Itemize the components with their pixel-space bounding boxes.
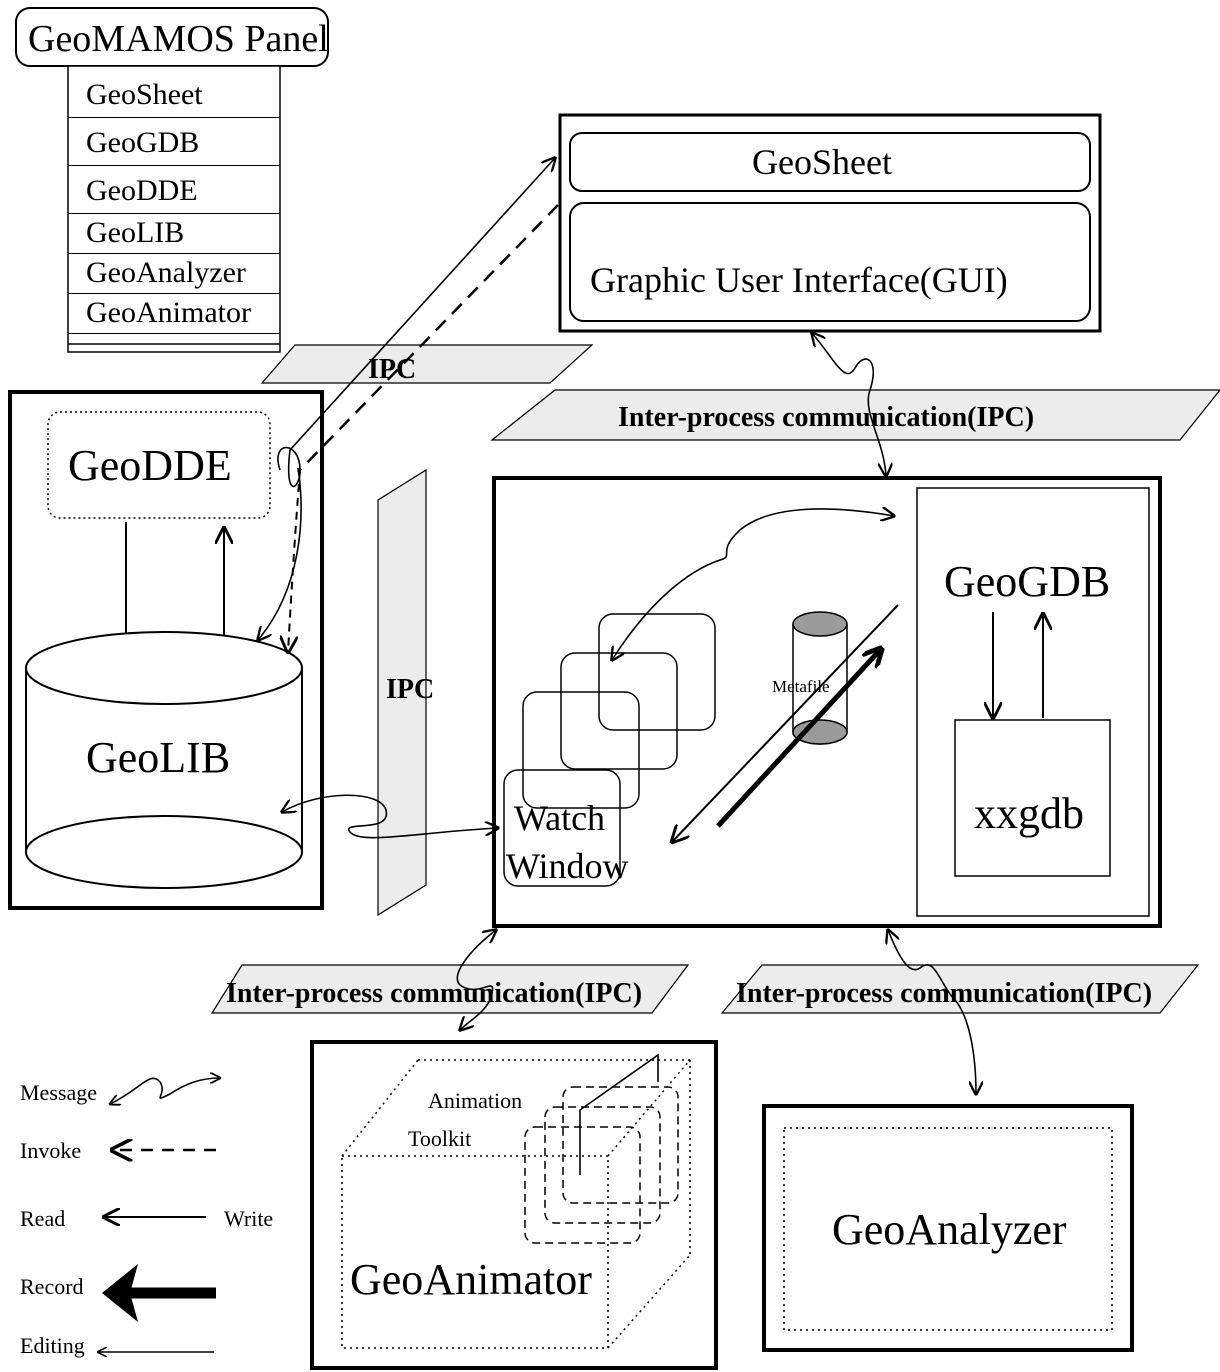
animation-toolkit-label-1: Animation bbox=[428, 1088, 523, 1113]
message-gdb-windows bbox=[612, 509, 894, 660]
legend-record-label: Record bbox=[20, 1274, 84, 1299]
geosheet-title: GeoSheet bbox=[752, 142, 892, 182]
geosheet-title-bar bbox=[569, 132, 1091, 192]
geolib-cylinder-top bbox=[25, 631, 303, 705]
animator-cube bbox=[341, 1059, 691, 1349]
message-center-analyzer bbox=[888, 930, 976, 1094]
animation-toolkit-label-2: Toolkit bbox=[408, 1126, 472, 1151]
ipc-label-top: Inter-process communication(IPC) bbox=[618, 402, 1035, 433]
panel-item-geoanimator[interactable]: GeoAnimator bbox=[68, 298, 280, 334]
invoke-dashed-line bbox=[297, 204, 559, 473]
animator-frame bbox=[310, 1040, 718, 1370]
message-dde-geosheet bbox=[277, 158, 555, 488]
panel-item-geolib[interactable]: GeoLIB bbox=[68, 218, 280, 254]
geoanalyzer-label: GeoAnalyzer bbox=[832, 1205, 1067, 1254]
editing-arrow bbox=[672, 604, 899, 842]
ipc-label-bottom-right: Inter-process communication(IPC) bbox=[736, 978, 1153, 1009]
geodde-box bbox=[47, 411, 271, 519]
metafile-bottom bbox=[792, 719, 848, 745]
watch-window-label-2: Window bbox=[506, 846, 629, 886]
ipc-band-small bbox=[260, 344, 594, 384]
legend-record-head bbox=[102, 1264, 138, 1322]
legend-write-label: Write bbox=[224, 1206, 274, 1231]
panel-item-geogdb[interactable]: GeoGDB bbox=[68, 128, 280, 166]
window-stack-3 bbox=[560, 652, 678, 770]
geoanimator-label: GeoAnimator bbox=[350, 1255, 592, 1304]
panel-title: GeoMAMOS Panel bbox=[28, 18, 329, 60]
center-block-frame bbox=[492, 476, 1162, 928]
ipc-label-small: IPC bbox=[368, 354, 417, 385]
left-block-frame bbox=[8, 390, 324, 910]
xxgdb-box bbox=[954, 719, 1111, 877]
invoke-dashed-to-lib bbox=[288, 469, 301, 652]
watch-window-box bbox=[503, 769, 621, 887]
panel-item-geodde[interactable]: GeoDDE bbox=[68, 176, 280, 214]
animator-pointer-line bbox=[579, 1053, 659, 1175]
metafile-top bbox=[792, 611, 848, 637]
metafile-label: Metafile bbox=[772, 677, 830, 696]
analyzer-frame bbox=[762, 1104, 1134, 1352]
geogdb-label: GeoGDB bbox=[944, 557, 1111, 606]
legend-message-symbol bbox=[110, 1078, 220, 1104]
geolib-cylinder bbox=[25, 668, 303, 889]
ipc-band-bottom-left bbox=[210, 964, 690, 1014]
geolib-label: GeoLIB bbox=[86, 733, 231, 782]
watch-window-label-1: Watch bbox=[514, 798, 606, 838]
message-lib-center bbox=[282, 794, 498, 839]
panel-item-geosheet[interactable]: GeoSheet bbox=[68, 80, 280, 118]
panel-menu-box bbox=[67, 65, 281, 353]
xxgdb-label: xxgdb bbox=[974, 789, 1084, 838]
ipc-label-vertical: IPC bbox=[386, 674, 435, 705]
legend-invoke-label: Invoke bbox=[20, 1138, 82, 1163]
window-stack-4 bbox=[598, 613, 716, 731]
animation-toolkit-windows bbox=[524, 1086, 679, 1244]
panel-item-geoanalyzer[interactable]: GeoAnalyzer bbox=[68, 258, 280, 294]
analyzer-inner bbox=[783, 1127, 1113, 1331]
window-stack-2 bbox=[522, 691, 640, 809]
legend-message-label: Message bbox=[20, 1080, 97, 1105]
message-geosheet-center bbox=[812, 333, 886, 476]
legend-read-label: Read bbox=[20, 1206, 66, 1231]
message-dde-lib bbox=[258, 467, 302, 640]
gui-label: Graphic User Interface(GUI) bbox=[590, 260, 1008, 300]
record-arrow bbox=[716, 650, 880, 828]
ipc-label-bottom-left: Inter-process communication(IPC) bbox=[226, 978, 643, 1009]
message-center-animator bbox=[456, 930, 496, 1030]
legend-editing-label: Editing bbox=[20, 1333, 85, 1358]
geodde-label: GeoDDE bbox=[68, 441, 232, 490]
gui-panel bbox=[569, 202, 1091, 322]
